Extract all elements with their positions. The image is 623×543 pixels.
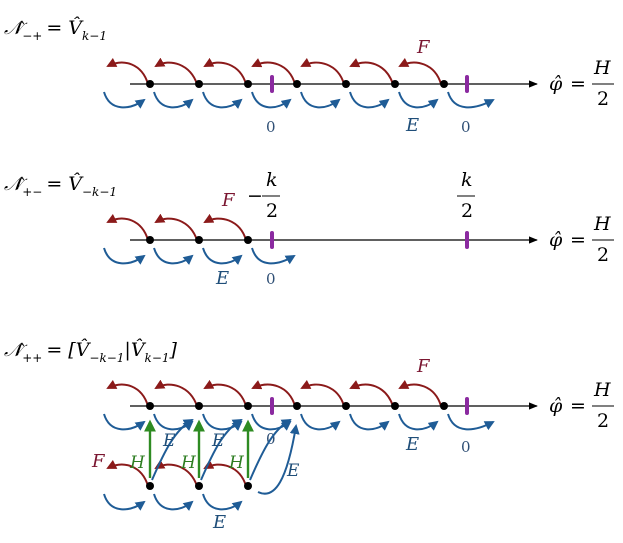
f-arrow-row xyxy=(106,213,247,241)
e-label: E xyxy=(212,512,226,533)
svg-text:2: 2 xyxy=(597,88,609,110)
panel-3-title: 𝒩̂++= [V̂−k−1|V̂k−1] xyxy=(4,339,178,365)
e-label: E xyxy=(162,431,176,451)
svg-text:=: = xyxy=(570,229,586,251)
panel-2-title: 𝒩̂+−= V̂−k−1 xyxy=(4,173,117,199)
lower-f-arrow-row xyxy=(106,459,247,487)
f-label: F xyxy=(91,451,106,472)
e-label: E xyxy=(286,461,300,481)
zero-label: 0 xyxy=(266,118,276,136)
svg-text:φ̂: φ̂ xyxy=(549,73,563,95)
e-arrow-row xyxy=(103,413,495,431)
e-label: E xyxy=(215,268,229,289)
svg-text:k: k xyxy=(461,169,473,191)
diagonal-e-arrows xyxy=(151,418,300,495)
f-label: F xyxy=(221,190,236,211)
panel-plus-plus: 𝒩̂++= [V̂−k−1|V̂k−1] xyxy=(4,339,614,533)
h-label: H xyxy=(228,453,245,473)
svg-text:φ̂: φ̂ xyxy=(549,395,563,417)
f-arrow-row xyxy=(106,379,442,407)
zero-label: 0 xyxy=(461,118,471,136)
svg-text:2: 2 xyxy=(266,200,278,222)
e-arrow-row xyxy=(103,247,296,265)
f-arrow-row xyxy=(106,57,442,85)
phi-equals-h-over-2: φ̂ = H 2 xyxy=(549,213,614,266)
lower-weight-dots xyxy=(146,482,252,490)
weight-dots xyxy=(146,80,448,88)
weight-dots xyxy=(146,402,448,410)
svg-text:φ̂: φ̂ xyxy=(549,229,563,251)
svg-text:H: H xyxy=(593,213,611,235)
minus-k-over-2: − k 2 xyxy=(247,169,280,222)
weight-dots xyxy=(146,236,252,244)
lower-e-arrow-row xyxy=(103,493,243,511)
h-arrows xyxy=(144,419,254,478)
e-arrow-row xyxy=(103,91,495,109)
f-label: F xyxy=(416,37,431,58)
h-label: H xyxy=(180,453,197,473)
svg-text:2: 2 xyxy=(597,244,609,266)
zero-ticks xyxy=(270,75,469,93)
svg-text:2: 2 xyxy=(461,200,473,222)
panel-minus-plus: 𝒩̂−+= V̂k−1 xyxy=(4,17,614,136)
f-label: F xyxy=(416,356,431,377)
zero-label: 0 xyxy=(266,270,276,288)
e-label: E xyxy=(211,431,225,451)
zero-ticks xyxy=(270,397,469,415)
k-ticks xyxy=(270,231,469,249)
zero-label: 0 xyxy=(461,438,471,456)
phi-equals-h-over-2: φ̂ = H 2 xyxy=(549,57,614,110)
phi-equals-h-over-2: φ̂ = H 2 xyxy=(549,379,614,432)
svg-text:H: H xyxy=(593,57,611,79)
svg-text:=: = xyxy=(570,395,586,417)
svg-text:=: = xyxy=(570,73,586,95)
svg-text:−: − xyxy=(247,185,263,207)
svg-text:2: 2 xyxy=(597,410,609,432)
e-label: E xyxy=(405,434,419,455)
k-over-2: k 2 xyxy=(457,169,475,222)
panel-plus-minus: 𝒩̂+−= V̂−k−1 0 E F − k 2 xyxy=(4,169,614,289)
svg-text:H: H xyxy=(593,379,611,401)
panel-1-title: 𝒩̂−+= V̂k−1 xyxy=(4,17,107,43)
svg-text:k: k xyxy=(266,169,278,191)
h-label: H xyxy=(129,453,146,473)
e-label: E xyxy=(405,115,419,136)
